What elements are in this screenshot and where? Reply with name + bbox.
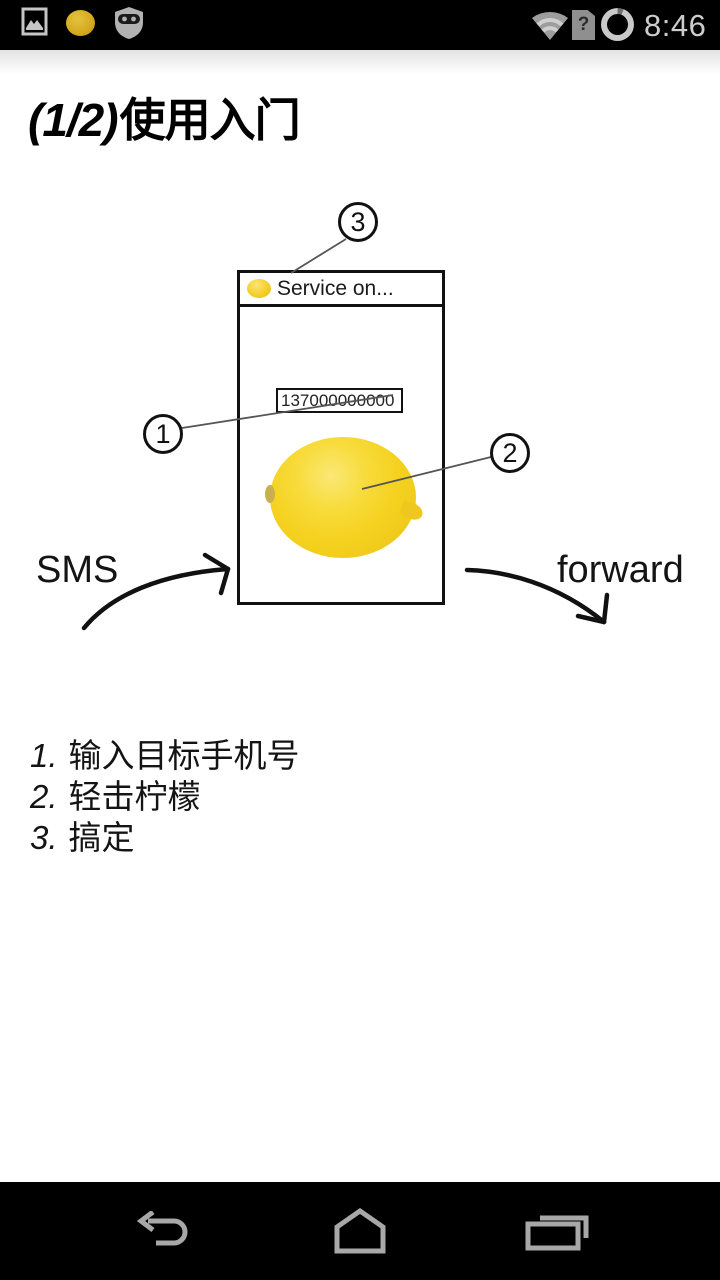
page-title: (1/2)使用入门 <box>28 84 301 150</box>
navigation-bar <box>0 1182 720 1280</box>
sms-label: SMS <box>36 549 119 591</box>
list-item: 3. 搞定 <box>30 817 300 858</box>
step-number: 1. <box>30 737 58 774</box>
statusbar-shadow <box>0 50 720 74</box>
step-text: 输入目标手机号 <box>68 737 300 774</box>
back-icon <box>136 1211 188 1246</box>
wifi-icon <box>532 12 568 41</box>
sim-question-icon: ? <box>572 10 595 40</box>
step-text: 搞定 <box>68 819 135 856</box>
status-clock: 8:46 <box>644 8 707 43</box>
battery-ring-icon <box>601 8 634 41</box>
steps-list: 1. 输入目标手机号 2. 轻击柠檬 3. 搞定 <box>30 735 300 858</box>
callout-3-number: 3 <box>350 206 366 237</box>
list-item: 1. 输入目标手机号 <box>30 735 300 776</box>
lemon-icon <box>247 279 271 298</box>
callout-2-number: 2 <box>502 437 518 468</box>
recents-icon <box>525 1215 589 1251</box>
step-text: 轻击柠檬 <box>68 778 201 815</box>
callout-3: 3 <box>338 202 378 242</box>
mock-notification-bar: Service on... <box>240 273 442 307</box>
step-number: 3. <box>30 819 58 856</box>
home-icon <box>334 1208 386 1254</box>
sim-question-mark: ? <box>577 14 590 35</box>
page-counter: (1/2) <box>28 94 119 146</box>
home-button[interactable] <box>285 1182 435 1280</box>
forward-label: forward <box>557 549 684 591</box>
privacy-shield-icon <box>115 7 143 39</box>
back-button[interactable] <box>88 1182 238 1280</box>
step-number: 2. <box>30 778 58 815</box>
lemon-notification-icon <box>66 10 95 36</box>
page-title-text: 使用入门 <box>119 94 301 146</box>
callout-1: 1 <box>143 414 183 454</box>
callout-2: 2 <box>490 433 530 473</box>
callout-1-number: 1 <box>155 418 171 449</box>
recents-button[interactable] <box>482 1182 632 1280</box>
notification-text: Service on... <box>277 276 394 300</box>
phone-number-field: 137000000000 <box>276 388 403 413</box>
list-item: 2. 轻击柠檬 <box>30 776 300 817</box>
gallery-icon <box>21 7 48 36</box>
status-bar[interactable]: ? 8:46 <box>0 0 720 50</box>
lemon-image <box>265 437 416 558</box>
